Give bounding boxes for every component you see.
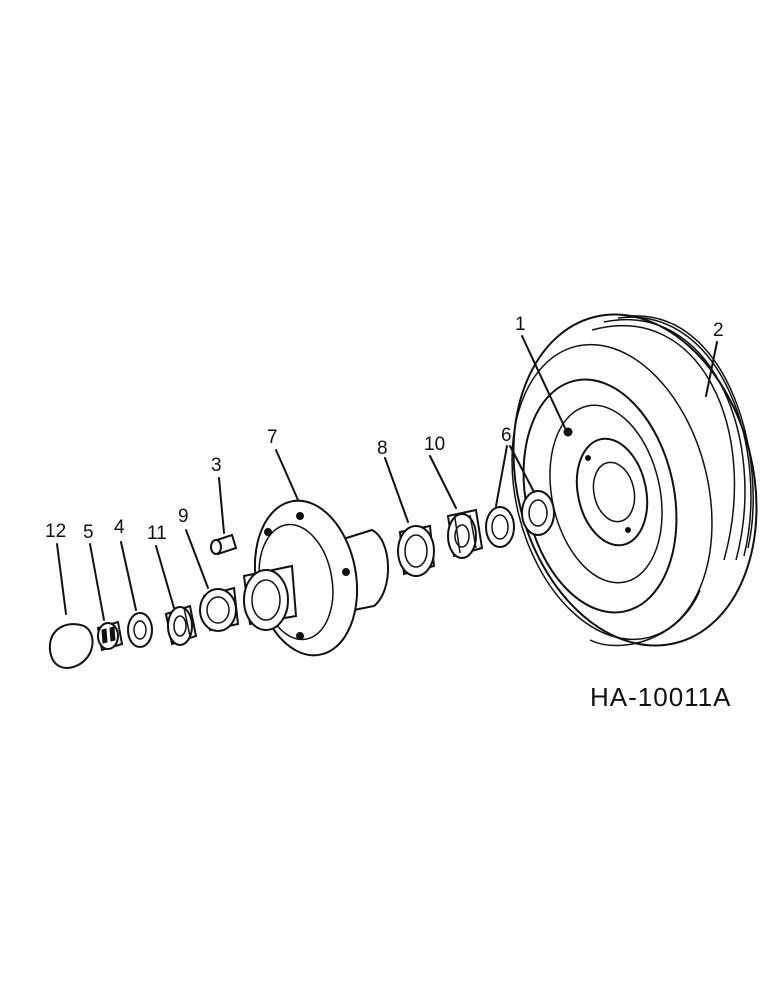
callout-7: 7 [267, 427, 278, 448]
slotted-nut-drawing [96, 620, 124, 652]
outer-bearing-cone-drawing [164, 604, 198, 646]
callout-11: 11 [147, 523, 167, 544]
callout-1: 1 [515, 314, 526, 335]
callout-3: 3 [211, 455, 222, 476]
callout-2: 2 [713, 320, 724, 341]
callout-5: 5 [83, 522, 94, 543]
callout-4: 4 [114, 517, 125, 538]
dust-cap-drawing [48, 623, 94, 669]
grease-fitting-drawing [210, 533, 238, 556]
callout-12: 12 [45, 521, 66, 542]
callout-labels: 12 5 4 11 9 3 7 8 10 6 1 2 [45, 314, 724, 544]
inner-bearing-cone-drawing [446, 508, 484, 559]
callout-10: 10 [424, 434, 445, 455]
washer-drawing [127, 612, 153, 648]
seal-retainer-drawing [485, 490, 555, 548]
inner-bearing-cup-drawing [397, 524, 436, 577]
leader-lines [56, 335, 718, 621]
callout-8: 8 [377, 438, 388, 459]
callout-6: 6 [501, 425, 512, 446]
wheel-hub-drawing [242, 499, 389, 657]
outer-bearing-cup-drawing [199, 586, 240, 632]
drawing-code: HA-10011A [590, 682, 732, 712]
callout-9: 9 [178, 506, 189, 527]
